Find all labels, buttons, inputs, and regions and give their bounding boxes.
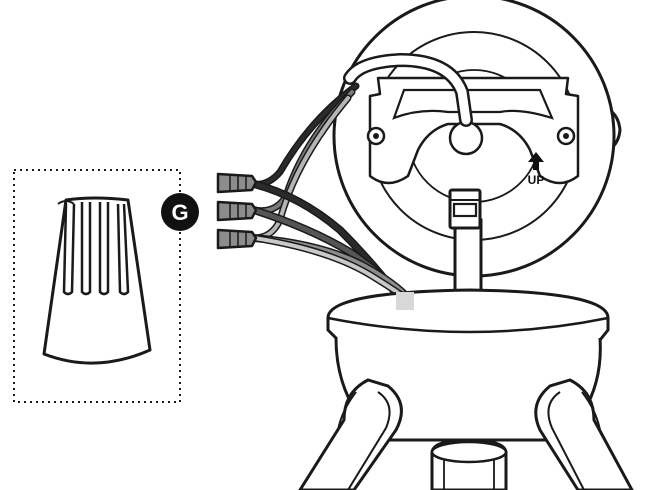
wire-connector-middle xyxy=(216,200,258,222)
up-label: UP xyxy=(528,173,545,187)
inset-frame xyxy=(13,169,181,403)
fan-blade-arms xyxy=(298,378,634,490)
up-arrow-icon: UP xyxy=(528,152,545,187)
wire-connector-bottom xyxy=(216,228,258,250)
step-badge: G xyxy=(161,193,199,231)
wire-nut-icon xyxy=(42,196,152,365)
safety-strap xyxy=(448,188,483,300)
fan-motor-housing xyxy=(332,0,622,278)
wire-connector-top xyxy=(216,172,258,194)
wire-connectors xyxy=(216,172,258,250)
step-badge-label: G xyxy=(171,200,188,225)
